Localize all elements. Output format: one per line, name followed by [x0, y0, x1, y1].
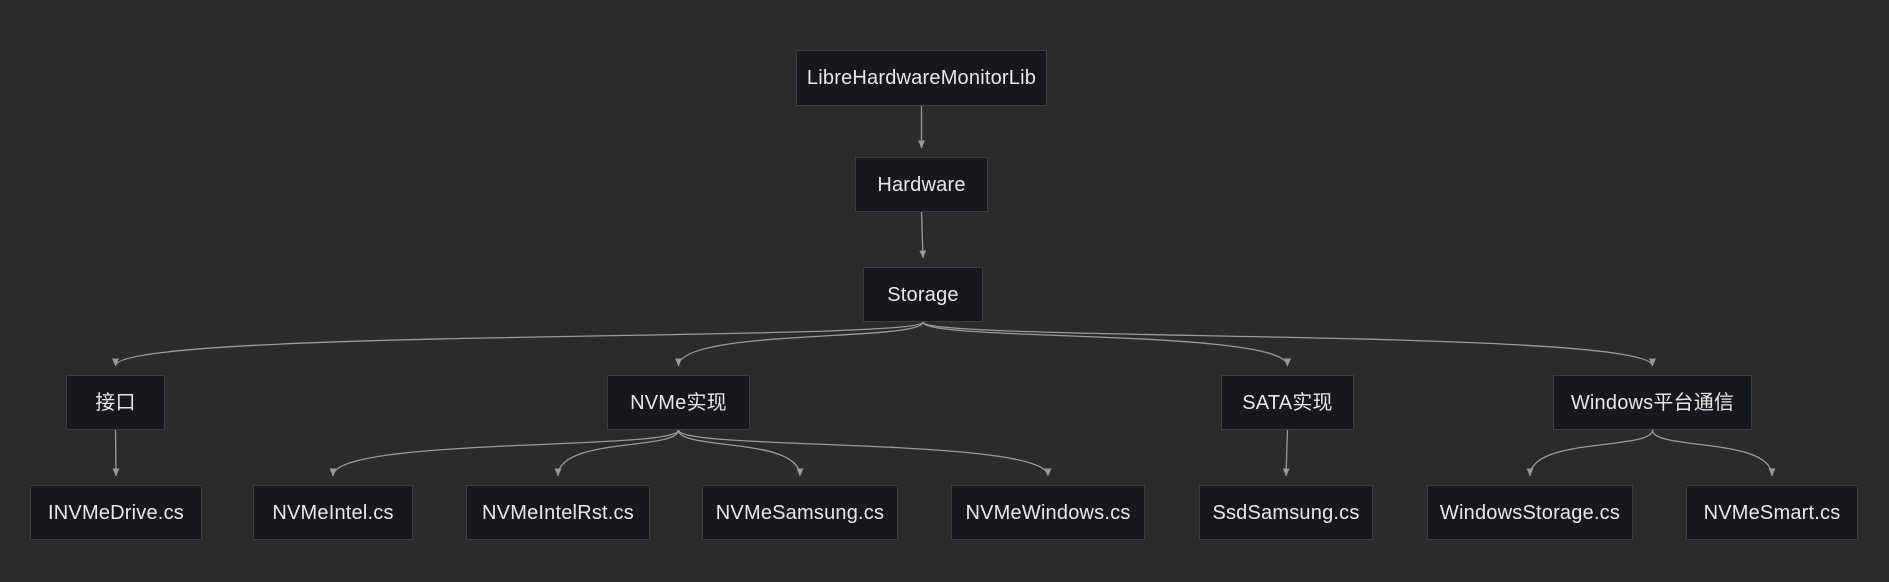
node-label: NVMe实现 [630, 391, 727, 414]
edge-windows-comm-to-windowsstorage [1526, 429, 1654, 477]
edge-windows-comm-to-nvmesmart [1651, 429, 1776, 477]
edge-storage-to-windows-comm [922, 321, 1656, 367]
node-nvmeintel[interactable]: NVMeIntel.cs [253, 485, 413, 540]
node-label: NVMeSamsung.cs [715, 501, 885, 524]
node-label: Hardware [877, 173, 966, 196]
node-label: NVMeWindows.cs [965, 501, 1131, 524]
node-libre[interactable]: LibreHardwareMonitorLib [796, 50, 1047, 106]
edge-interface-to-invmedrive [112, 429, 120, 477]
node-label: Windows平台通信 [1570, 391, 1735, 414]
edge-nvme-impl-to-nvmeintelrst [554, 429, 680, 477]
node-label: SsdSamsung.cs [1212, 501, 1360, 524]
node-nvmewindows[interactable]: NVMeWindows.cs [951, 485, 1145, 540]
node-label: INVMeDrive.cs [48, 501, 184, 524]
node-label: NVMeSmart.cs [1703, 501, 1841, 524]
edge-nvme-impl-to-nvmesamsung [677, 429, 804, 477]
node-nvmesmart[interactable]: NVMeSmart.cs [1686, 485, 1858, 540]
edge-nvme-impl-to-nvmewindows [677, 429, 1052, 477]
node-label: NVMeIntel.cs [272, 501, 394, 524]
node-label: WindowsStorage.cs [1439, 501, 1621, 524]
edge-hardware-to-storage [919, 211, 927, 259]
node-ssdsamsung[interactable]: SsdSamsung.cs [1199, 485, 1373, 540]
node-nvmeintelrst[interactable]: NVMeIntelRst.cs [466, 485, 650, 540]
node-label: 接口 [95, 391, 136, 414]
node-windows-comm[interactable]: Windows平台通信 [1553, 375, 1752, 430]
edge-nvme-impl-to-nvmeintel [329, 429, 680, 477]
edge-sata-impl-to-ssdsamsung [1282, 429, 1290, 477]
node-label: LibreHardwareMonitorLib [806, 67, 1037, 89]
edge-storage-to-sata-impl [922, 321, 1291, 367]
edge-storage-to-interface [112, 321, 924, 367]
node-hardware[interactable]: Hardware [855, 157, 988, 212]
node-label: NVMeIntelRst.cs [482, 501, 634, 524]
node-label: SATA实现 [1242, 391, 1333, 414]
node-nvme-impl[interactable]: NVMe实现 [607, 375, 750, 430]
node-invmedrive[interactable]: INVMeDrive.cs [30, 485, 202, 540]
node-windowsstorage[interactable]: WindowsStorage.cs [1427, 485, 1633, 540]
node-nvmesamsung[interactable]: NVMeSamsung.cs [702, 485, 898, 540]
node-interface[interactable]: 接口 [66, 375, 165, 430]
node-storage[interactable]: Storage [863, 267, 983, 322]
node-label: Storage [887, 283, 959, 306]
edge-storage-to-nvme-impl [675, 321, 924, 367]
node-sata-impl[interactable]: SATA实现 [1221, 375, 1354, 430]
